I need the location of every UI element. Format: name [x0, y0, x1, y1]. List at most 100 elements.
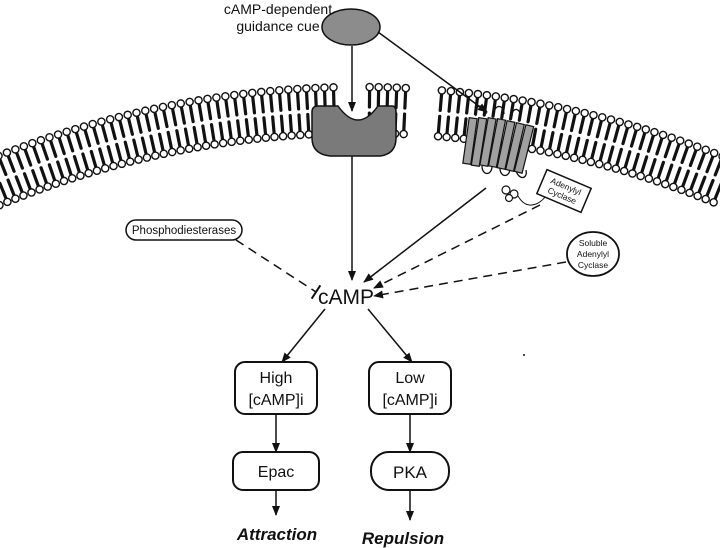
lipid-head: [176, 99, 186, 108]
gpcr-seven-transmembrane-receptor: [462, 105, 547, 206]
lipid-head: [437, 86, 447, 95]
lipid-head: [669, 182, 678, 192]
lipid-head: [210, 140, 219, 149]
lipid-head: [238, 89, 248, 99]
lipid-head: [28, 138, 37, 148]
lipid-head: [43, 182, 52, 191]
lipid-head: [45, 133, 54, 142]
arrow-gpcr-to-camp: [363, 187, 487, 283]
lipid-head: [114, 112, 124, 122]
lipid-head: [433, 131, 443, 141]
lipid-head: [628, 169, 637, 178]
lipid-head: [311, 83, 320, 93]
lipid-head: [578, 155, 587, 165]
lipid-tail: [713, 158, 720, 177]
lipid-head: [302, 84, 311, 93]
lipid-head: [36, 135, 46, 145]
lipid-head: [624, 120, 633, 129]
lipid-head: [536, 99, 545, 109]
guidance-cue-ligand: [321, 8, 381, 46]
lipid-head: [586, 157, 596, 167]
lipid-head: [97, 117, 106, 126]
lipid-head: [553, 149, 562, 159]
lipid-head: [203, 94, 212, 104]
lipid-head: [644, 174, 654, 183]
lipid-head: [134, 155, 143, 164]
lipid-head: [597, 113, 607, 122]
lipid-head: [569, 153, 579, 163]
lipid-head: [51, 179, 61, 189]
lipid-head: [692, 142, 702, 151]
lipid-head: [652, 177, 662, 186]
attraction-label: Attraction: [236, 525, 317, 544]
lipid-head: [658, 130, 668, 140]
lipid-head: [125, 157, 135, 166]
lipid-head: [287, 131, 296, 140]
lipid-head: [11, 145, 20, 154]
lipid-head: [482, 90, 492, 100]
lipid-head: [212, 93, 221, 102]
soluble-ac-label-line2: Adenylyl: [577, 249, 609, 259]
lipid-head: [619, 166, 629, 176]
lipid-head: [329, 83, 338, 92]
arrow-camp-to-low: [367, 308, 413, 363]
lipid-head: [227, 137, 236, 147]
lipid-head: [401, 83, 411, 93]
lipid-head: [553, 102, 563, 112]
lipid-head: [218, 138, 228, 148]
soluble-ac-label-line3: Cyclase: [578, 260, 609, 270]
lipid-head: [527, 144, 537, 154]
lipid-head: [589, 110, 598, 120]
arrow-tm-ac-to-camp: [373, 204, 541, 289]
lipid-head: [123, 110, 132, 120]
lipid-head: [606, 115, 616, 124]
lipid-head: [636, 171, 645, 181]
lipid-head: [464, 88, 474, 98]
lipid-tail: [0, 155, 8, 177]
lipid-head: [194, 96, 203, 105]
high-camp-label-line2: [cAMP]i: [248, 392, 303, 409]
lipid-head: [561, 151, 571, 161]
lipid-head: [176, 146, 185, 155]
lipid-head: [442, 132, 451, 142]
lipid-head: [71, 124, 80, 134]
lipid-head: [374, 82, 383, 92]
lipid-head: [11, 194, 20, 203]
lipid-head: [84, 168, 93, 178]
lipid-head: [562, 104, 572, 114]
lipid-head: [446, 86, 456, 96]
low-camp-label-line2: [cAMP]i: [382, 392, 437, 409]
lipid-head: [603, 161, 612, 171]
adenylyl-cyclase-tm: Adenylyl Cyclase: [535, 168, 593, 214]
soluble-adenylyl-cyclase: [566, 231, 620, 277]
lipid-head: [677, 185, 686, 195]
lipid-head: [270, 132, 279, 142]
pka-label: PKA: [393, 463, 428, 482]
lipid-head: [27, 188, 36, 197]
guidance-cue-label-line2: guidance cue: [236, 18, 320, 34]
lipid-head: [399, 129, 408, 139]
lipid-head: [293, 84, 302, 94]
lipid-head: [611, 164, 621, 173]
lipid-head: [473, 89, 483, 99]
epac-label: Epac: [258, 464, 294, 481]
lipid-head: [132, 108, 141, 118]
low-camp-label-line1: Low: [395, 370, 425, 387]
soluble-ac-label-line1: Soluble: [579, 238, 608, 248]
lipid-head: [383, 83, 393, 92]
lipid-head: [59, 176, 69, 186]
lipid-head: [500, 93, 510, 103]
lipid-head: [19, 141, 29, 151]
lipid-head: [536, 146, 545, 155]
lipid-head: [641, 125, 651, 134]
lipid-head: [244, 135, 254, 144]
lipid-head: [0, 151, 3, 160]
lipid-head: [53, 130, 63, 139]
lipid-head: [158, 102, 168, 112]
lipid-head: [201, 141, 211, 151]
lipid-head: [109, 161, 118, 171]
lipid-head: [3, 197, 12, 207]
lipid-head: [62, 127, 71, 137]
lipid-head: [117, 159, 127, 169]
